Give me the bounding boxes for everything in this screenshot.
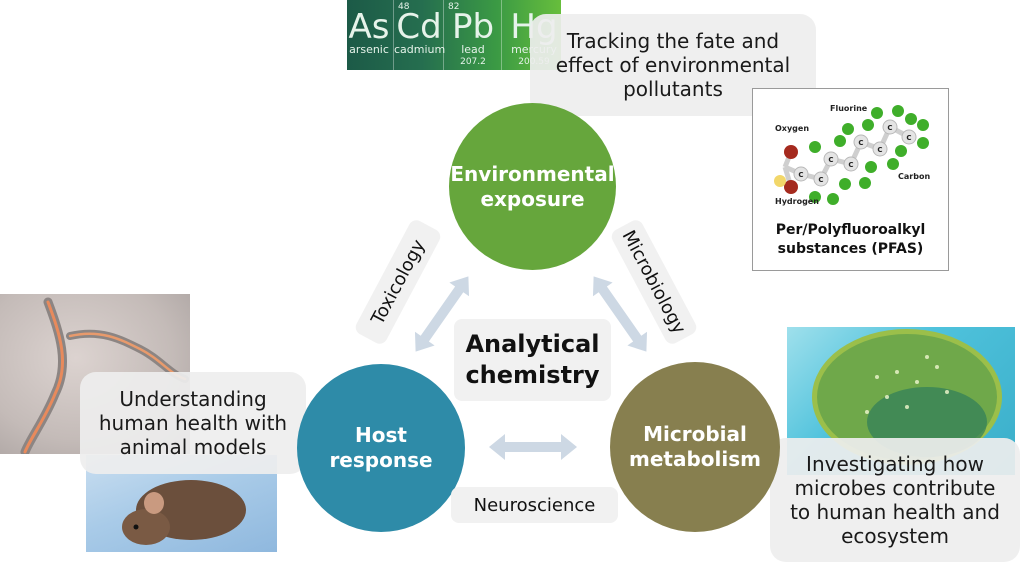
carbon-atom-label: C [877, 146, 882, 154]
element-tile-cd: 48 Cd cadmium [393, 0, 445, 70]
fluorine-label: Fluorine [830, 104, 868, 113]
neuroscience-label: Neuroscience [451, 487, 618, 523]
microbial-callout: Investigating how microbes contribute to… [770, 438, 1020, 562]
microbiology-arrow [592, 276, 648, 352]
carbon-atom-label: C [848, 161, 853, 169]
carbon-atoms [793, 119, 917, 187]
element-tile-pb: 82 Pb lead 207.2 [443, 0, 502, 70]
fluorine-atoms [809, 105, 929, 205]
element-tile-as: As arsenic [347, 0, 394, 70]
neuroscience-arrow [489, 434, 577, 460]
pfas-molecule-figure: Fluorine Oxygen Hydrogen Carbon C C C C C C C C… [752, 88, 949, 271]
hydrogen-atom [774, 175, 786, 187]
toxicology-arrow [414, 276, 470, 352]
pfas-molecule-diagram: Fluorine Oxygen Hydrogen Carbon C C C C C C C C [774, 104, 930, 206]
carbon-atom-label: C [828, 156, 833, 164]
carbon-atom-label: C [887, 124, 892, 132]
carbon-label: Carbon [898, 172, 930, 181]
worm-illustration [20, 297, 189, 454]
oxygen-label: Oxygen [775, 124, 809, 133]
carbon-atom-label: C [798, 171, 803, 179]
mouse-illustration [122, 480, 246, 545]
host-callout: Understanding human health with animal m… [80, 372, 306, 474]
carbon-atom-label: C [818, 176, 823, 184]
carbon-atom-label: C [906, 134, 911, 142]
carbon-atom-label: C [858, 139, 863, 147]
oxygen-atom [784, 180, 798, 194]
environmental-callout: Tracking the fate and effect of environm… [530, 14, 816, 116]
hydrogen-label: Hydrogen [775, 197, 819, 206]
oxygen-atom [784, 145, 798, 159]
pfas-caption: Per/Polyfluoroalkyl substances (PFAS) [775, 222, 926, 257]
